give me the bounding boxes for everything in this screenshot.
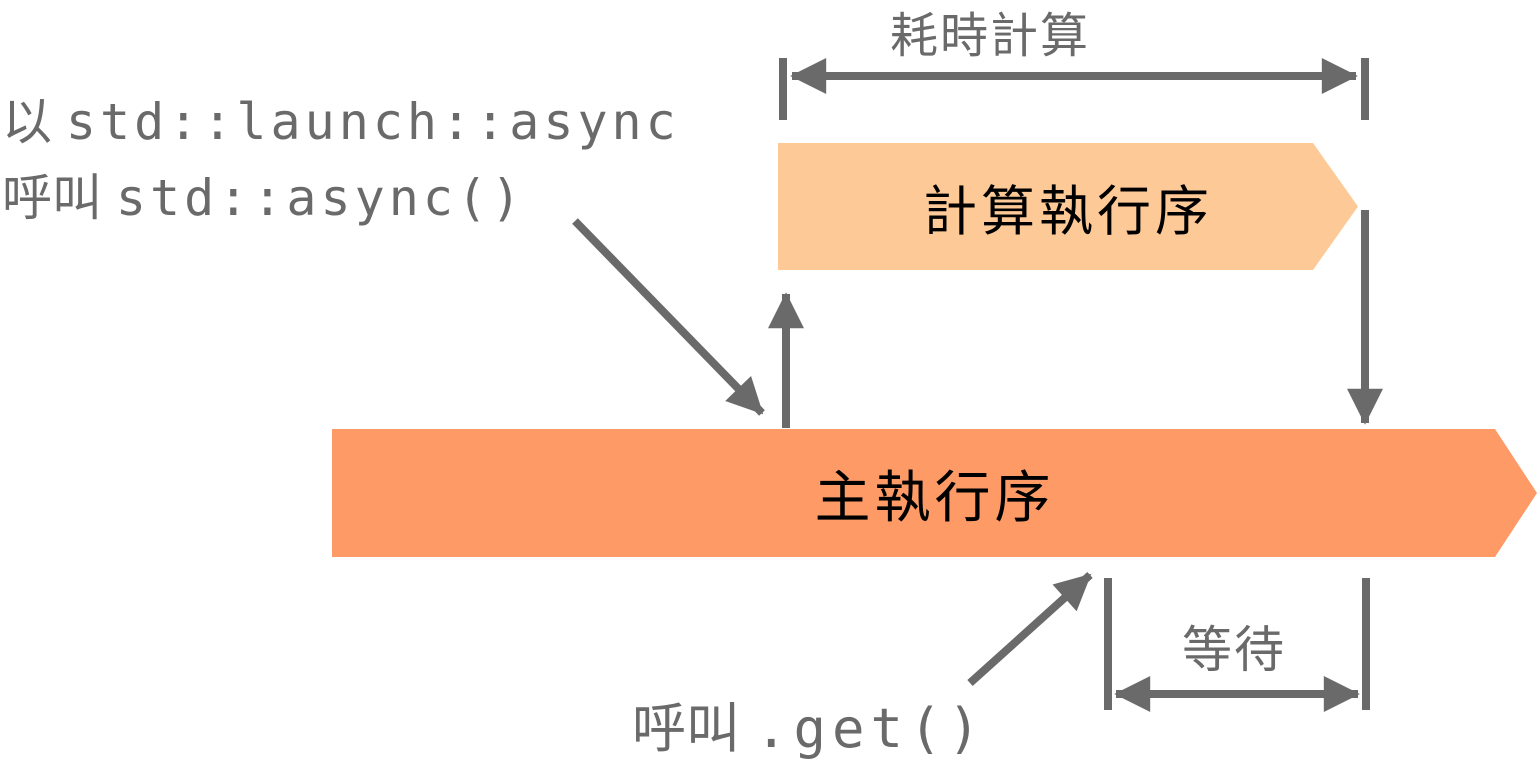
main-thread-bar [332, 429, 1537, 557]
async-note-line1-cjk: 以 [2, 94, 66, 150]
computation-thread-bar [778, 143, 1358, 270]
get-note: 呼叫 .get() [632, 684, 986, 763]
get-note-pointer-arrow [967, 572, 1093, 686]
async-note-line2: 呼叫 std::async() [2, 160, 680, 236]
async-note-line1-code: std::launch::async [65, 93, 680, 151]
duration-label: 耗時計算 [889, 10, 1090, 63]
main-thread-label: 主執行序 [814, 465, 1055, 529]
duration-measure [779, 58, 1369, 120]
async-note-line1: 以 std::launch::async [2, 84, 680, 160]
wait-label: 等待 [1182, 622, 1286, 678]
get-note-cjk: 呼叫 [632, 699, 756, 759]
computation-thread-label: 計算執行序 [923, 182, 1213, 242]
async-note-line2-code: std::async() [115, 169, 526, 227]
get-note-code: .get() [755, 697, 987, 760]
async-note-pointer-arrow [572, 218, 765, 416]
async-note-line2-cjk: 呼叫 [2, 170, 116, 226]
wait-measure [1104, 578, 1370, 712]
async-note: 以 std::launch::async 呼叫 std::async() [2, 84, 680, 236]
